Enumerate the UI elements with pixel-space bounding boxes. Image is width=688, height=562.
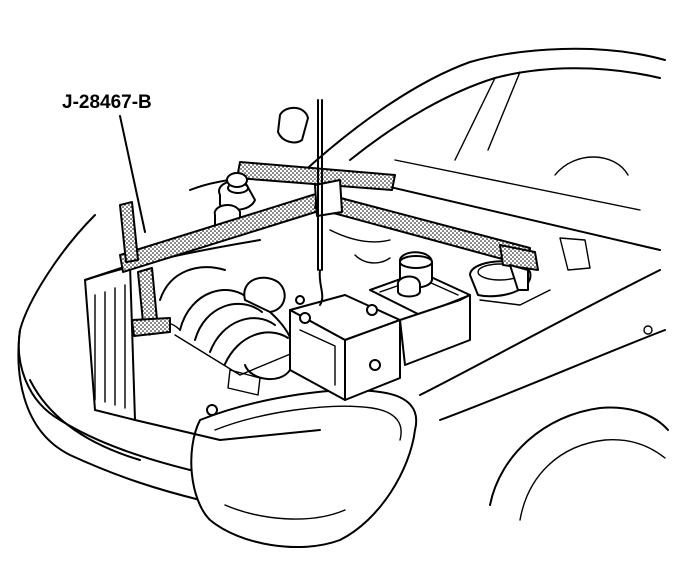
fixture-handle	[277, 106, 309, 144]
callout-label-support-fixture: J-28467-B	[62, 92, 152, 113]
car-body	[17, 47, 669, 549]
windshield-line	[487, 71, 521, 151]
bumper-lip	[29, 379, 141, 461]
bolt-1	[206, 404, 218, 416]
dash-line	[394, 159, 641, 211]
radiator-support	[84, 264, 136, 421]
hose-3	[354, 254, 391, 264]
bolt-2	[369, 359, 381, 371]
roof-outline	[299, 47, 666, 176]
fixture-knob	[226, 172, 248, 188]
support-fixture	[119, 99, 539, 337]
steering-wheel	[554, 156, 629, 176]
radiator-fins	[94, 284, 126, 409]
callout-leader	[119, 115, 146, 233]
fixture-left-foot	[131, 317, 171, 337]
hose-2	[329, 229, 391, 243]
headlight-lens-2	[224, 504, 346, 520]
fixture-upright	[119, 201, 139, 263]
headlight-lens	[214, 405, 402, 441]
intake-manifold	[159, 266, 301, 376]
bolt-3	[295, 295, 305, 305]
front-fender-right	[419, 269, 661, 396]
fixture-center-block	[314, 179, 343, 217]
front-fender-left	[17, 214, 191, 471]
battery	[289, 294, 401, 401]
bracket-2	[227, 369, 261, 396]
lower-core	[134, 419, 321, 441]
headlight	[190, 389, 418, 549]
fixture-right-hook	[509, 264, 529, 291]
wheel-arch-inner	[519, 438, 666, 521]
lift-chain	[318, 269, 324, 306]
side-marker	[643, 325, 653, 335]
fender-crease	[439, 329, 666, 421]
a-pillar	[454, 77, 496, 161]
wheel-arch	[489, 406, 669, 506]
fixture-right-leg	[499, 244, 539, 271]
reservoir	[396, 251, 433, 298]
intake-tube	[243, 276, 286, 313]
bumper-lower	[17, 329, 201, 501]
bracket-1	[559, 237, 591, 271]
windshield-inner	[349, 67, 661, 161]
